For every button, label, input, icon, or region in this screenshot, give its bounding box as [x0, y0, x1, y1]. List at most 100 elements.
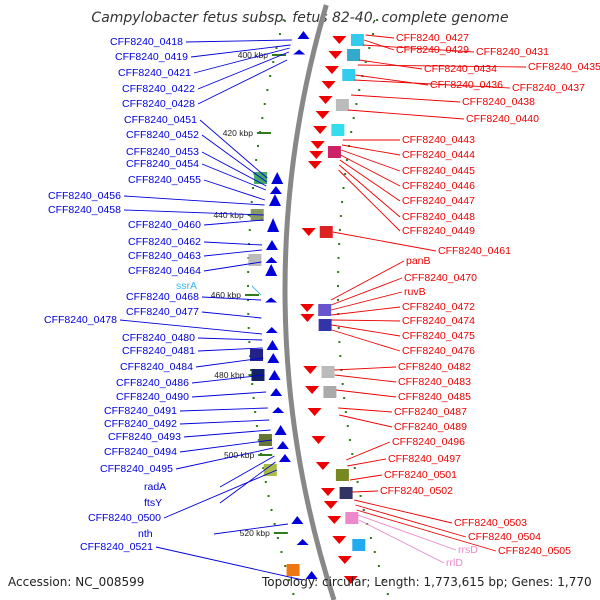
- map-title: Campylobacter fetus subsp. fetus 82-40, …: [91, 10, 509, 26]
- label-leader-line: [197, 59, 288, 105]
- forward-gene-arrow: [267, 218, 280, 232]
- label-leader-line: [336, 389, 397, 398]
- label-leader-line: [347, 458, 387, 467]
- left-gene-label: CFF8240_0478: [44, 314, 117, 326]
- label-leader-line: [179, 407, 268, 412]
- label-leader-line: [213, 523, 289, 535]
- label-leader-line: [201, 151, 267, 187]
- reverse-gene-arrow: [343, 576, 358, 584]
- forward-gene-arrow: [274, 425, 287, 435]
- right-gene-label: ruvB: [404, 286, 426, 298]
- gene-block-marker: [350, 34, 364, 46]
- reverse-gene-arrow: [305, 386, 320, 394]
- label-leader-line: [331, 329, 401, 352]
- label-leader-line: [201, 163, 267, 191]
- right-gene-label: CFF8240_0497: [388, 453, 461, 465]
- right-gene-label: CFF8240_0429: [396, 44, 469, 56]
- left-gene-label: CFF8240_0493: [108, 431, 181, 443]
- label-leader-line: [339, 159, 401, 202]
- label-leader-line: [331, 291, 403, 311]
- forward-gene-arrow: [265, 327, 278, 333]
- label-leader-line: [183, 429, 271, 438]
- gene-block-marker: [323, 386, 337, 398]
- reverse-gene-arrow: [313, 126, 328, 134]
- gene-block-marker: [347, 49, 361, 61]
- reverse-gene-arrow: [332, 36, 347, 44]
- left-gene-label: CFF8240_0462: [128, 236, 201, 248]
- label-leader-line: [203, 261, 262, 272]
- left-gene-label: CFF8240_0419: [115, 51, 188, 63]
- left-gene-label: CFF8240_0492: [104, 418, 177, 430]
- label-leader-line: [356, 509, 497, 552]
- reverse-gene-arrow: [307, 161, 322, 169]
- gene-block-marker: [331, 124, 345, 136]
- label-leader-line: [191, 391, 267, 398]
- gene-block-marker: [335, 469, 349, 481]
- reverse-gene-arrow: [300, 314, 315, 322]
- label-leader-line: [338, 407, 393, 413]
- forward-gene-arrow: [293, 49, 306, 55]
- left-gene-label: CFF8240_0500: [88, 512, 161, 524]
- left-gene-label: CFF8240_0454: [126, 158, 199, 170]
- major-tick-label: 460 kbp: [211, 290, 242, 300]
- label-leader-line: [331, 319, 401, 322]
- forward-gene-arrow: [266, 340, 279, 350]
- label-leader-line: [203, 219, 264, 226]
- right-gene-label: CFF8240_0444: [402, 149, 475, 161]
- right-gene-label: CFF8240_0461: [438, 245, 511, 257]
- right-gene-label: CFF8240_0427: [396, 32, 469, 44]
- major-tick-label: 520 kbp: [240, 528, 271, 538]
- label-leader-line: [346, 441, 391, 461]
- gene-block-marker: [263, 464, 277, 476]
- genome-summary-text: Topology: circular; Length: 1,773,615 bp…: [262, 575, 592, 589]
- forward-gene-arrow: [265, 264, 278, 276]
- genome-backbone-arc: [282, 4, 337, 600]
- label-leader-line: [195, 357, 264, 368]
- right-gene-label: CFF8240_0485: [398, 391, 471, 403]
- gene-block-marker: [321, 366, 335, 378]
- right-gene-label: rrlD: [446, 557, 463, 569]
- reverse-gene-arrow: [315, 111, 330, 119]
- label-leader-line: [251, 285, 262, 296]
- major-tick-label: 480 kbp: [214, 370, 245, 380]
- label-leader-line: [330, 260, 405, 301]
- label-leader-line: [219, 455, 275, 488]
- label-leader-line: [155, 546, 303, 581]
- gene-block-marker: [339, 487, 353, 499]
- right-gene-label: CFF8240_0440: [466, 113, 539, 125]
- forward-gene-arrow: [291, 516, 304, 524]
- left-gene-label: CFF8240_0453: [126, 146, 199, 158]
- left-gene-label: CFF8240_0481: [122, 345, 195, 357]
- right-gene-label: CFF8240_0472: [402, 301, 475, 313]
- left-gene-label: CFF8240_0458: [48, 204, 121, 216]
- left-gene-label: CFF8240_0495: [100, 463, 173, 475]
- reverse-gene-arrow: [320, 488, 335, 496]
- left-gene-label: CFF8240_0422: [122, 83, 195, 95]
- label-leader-line: [348, 109, 465, 120]
- label-leader-line: [179, 419, 270, 425]
- gene-block-marker: [250, 349, 264, 361]
- right-gene-label: CFF8240_0445: [402, 165, 475, 177]
- label-leader-line: [201, 134, 267, 183]
- label-leader-line: [199, 119, 268, 179]
- right-gene-label: CFF8240_0475: [402, 330, 475, 342]
- forward-gene-arrow: [268, 370, 281, 380]
- right-gene-label: CFF8240_0437: [512, 82, 585, 94]
- label-leader-line: [352, 490, 379, 493]
- label-leader-line: [193, 47, 290, 74]
- right-gene-label: CFF8240_0503: [454, 517, 527, 529]
- label-leader-line: [354, 79, 511, 89]
- forward-gene-arrow: [278, 454, 291, 462]
- left-gene-label: ftsY: [144, 497, 162, 509]
- label-leader-line: [191, 374, 265, 384]
- label-leader-line: [201, 311, 262, 319]
- left-gene-label: CFF8240_0452: [126, 129, 199, 141]
- reverse-gene-arrow: [321, 81, 336, 89]
- label-leader-line: [338, 164, 401, 218]
- right-gene-label: CFF8240_0482: [398, 361, 471, 373]
- forward-gene-arrow: [265, 257, 278, 263]
- label-leader-line: [341, 144, 401, 156]
- gene-block-marker: [318, 304, 332, 316]
- forward-gene-arrow: [276, 441, 289, 449]
